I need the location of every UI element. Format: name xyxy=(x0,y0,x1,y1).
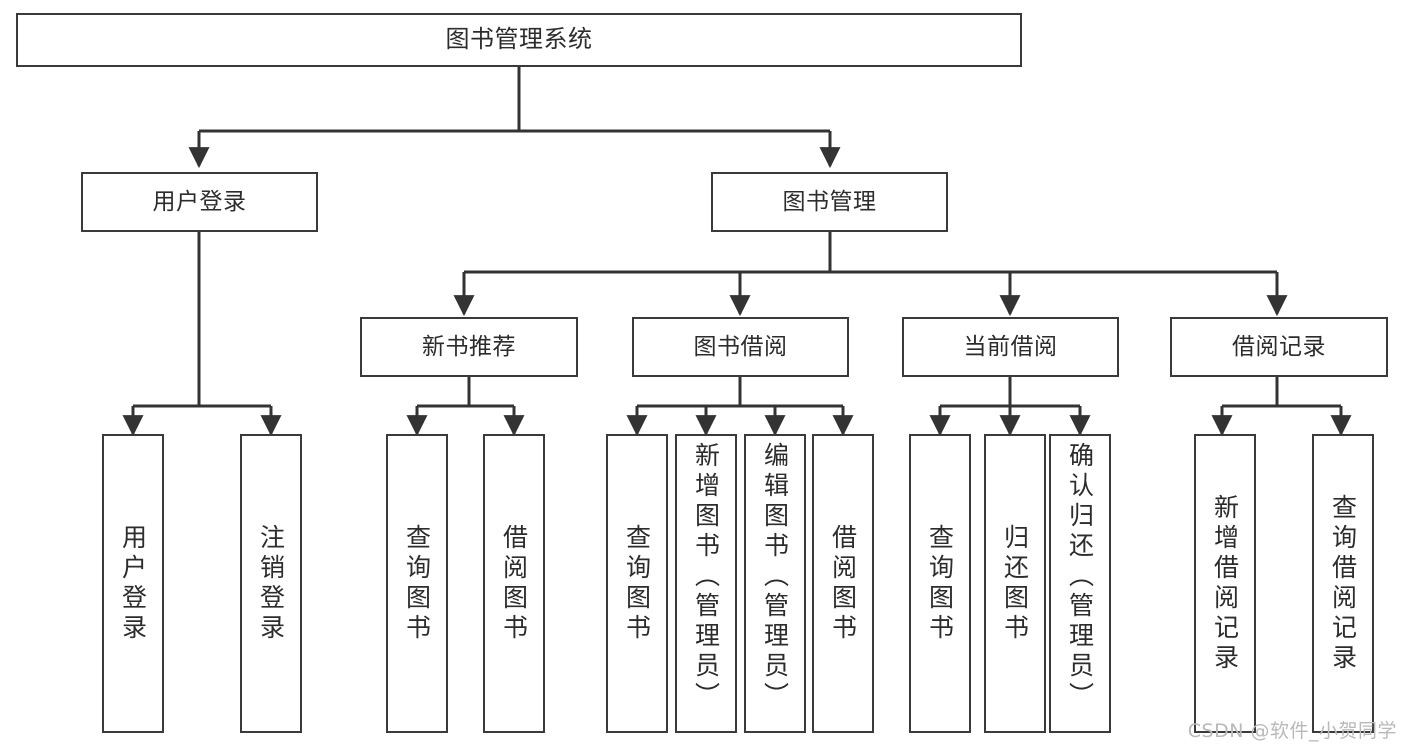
leaf-add-borrow-record[interactable]: 新增借阅记录 xyxy=(1194,434,1256,733)
leaf-edit-book[interactable]: 编辑图书（管理员） xyxy=(744,434,806,733)
node-book-borrow[interactable]: 图书借阅 xyxy=(632,317,849,377)
node-current-borrow[interactable]: 当前借阅 xyxy=(902,317,1119,377)
leaf-logout-login[interactable]: 注销登录 xyxy=(240,434,302,733)
leaf-borrow-book-recommend[interactable]: 借阅图书 xyxy=(483,434,545,733)
node-label: 图书管理 xyxy=(782,188,877,215)
node-label: 新增借阅记录 xyxy=(1210,493,1240,674)
leaf-borrow-book-borrow[interactable]: 借阅图书 xyxy=(812,434,874,733)
node-label: 用户登录 xyxy=(152,188,247,215)
node-label: 注销登录 xyxy=(256,523,286,644)
leaf-user-login[interactable]: 用户登录 xyxy=(102,434,164,733)
node-label: 查询借阅记录 xyxy=(1328,493,1358,674)
node-borrow-record[interactable]: 借阅记录 xyxy=(1170,317,1388,377)
node-label: 查询图书 xyxy=(925,523,955,644)
node-label: 查询图书 xyxy=(622,523,652,644)
node-user-login[interactable]: 用户登录 xyxy=(81,172,318,232)
node-label: 新书推荐 xyxy=(422,333,516,360)
node-label: 编辑图书（管理员） xyxy=(760,442,790,712)
node-label: 当前借阅 xyxy=(963,333,1058,360)
node-label: 用户登录 xyxy=(118,523,148,644)
node-label: 借阅图书 xyxy=(828,523,858,644)
node-label: 图书借阅 xyxy=(693,333,788,360)
leaf-query-borrow-record[interactable]: 查询借阅记录 xyxy=(1312,434,1374,733)
node-label: 新增图书（管理员） xyxy=(691,442,721,712)
node-book-management[interactable]: 图书管理 xyxy=(711,172,948,232)
leaf-add-book[interactable]: 新增图书（管理员） xyxy=(675,434,737,733)
node-label: 归还图书 xyxy=(1000,523,1030,644)
leaf-query-book-borrow[interactable]: 查询图书 xyxy=(606,434,668,733)
leaf-return-book[interactable]: 归还图书 xyxy=(984,434,1046,733)
node-new-book-recommend[interactable]: 新书推荐 xyxy=(360,317,578,377)
leaf-query-book-recommend[interactable]: 查询图书 xyxy=(386,434,448,733)
node-label: 借阅图书 xyxy=(499,523,529,644)
leaf-confirm-return[interactable]: 确认归还（管理员） xyxy=(1049,434,1111,733)
node-label: 图书管理系统 xyxy=(445,25,593,54)
node-root-system[interactable]: 图书管理系统 xyxy=(16,13,1022,67)
watermark-text: CSDN @软件_小贺同学 xyxy=(1187,720,1397,742)
leaf-query-book-current[interactable]: 查询图书 xyxy=(909,434,971,733)
node-label: 查询图书 xyxy=(402,523,432,644)
node-label: 借阅记录 xyxy=(1232,333,1326,360)
node-label: 确认归还（管理员） xyxy=(1065,442,1095,712)
